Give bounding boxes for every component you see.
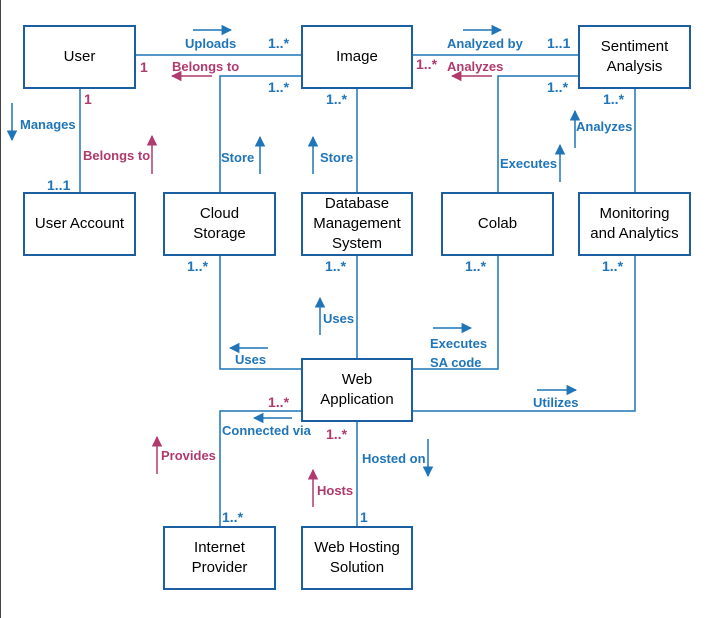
entity-dbms: Database Management System	[301, 192, 413, 256]
mult-db-web: 1..*	[325, 258, 347, 274]
mult-internet-web: 1..*	[222, 509, 244, 525]
entity-sentiment-analysis: Sentiment Analysis	[578, 25, 691, 89]
line-sentiment-colab	[497, 75, 578, 192]
mult-monitor-web: 1..*	[602, 258, 624, 274]
line-webapp-internet	[219, 410, 301, 526]
left-border-line	[0, 0, 1, 618]
mult-user-uploads: 1	[140, 59, 148, 75]
mult-user-manages: 1	[84, 91, 92, 107]
line-monitoring-webapp	[413, 256, 636, 412]
label-manages: Manages	[20, 117, 76, 132]
label-connected-via: Connected via	[222, 423, 311, 438]
line-image-cloud	[219, 75, 301, 192]
label-executes-colab: Executes	[500, 156, 558, 171]
mult-hosting-web: 1	[360, 509, 368, 525]
entity-image: Image	[301, 25, 413, 89]
mult-web-internet: 1..*	[268, 394, 290, 410]
entity-monitoring-analytics: Monitoring and Analytics	[578, 192, 691, 256]
label-analyzes-monitor: Analyzes	[576, 119, 633, 134]
label-analyzes-image: Analyzes	[447, 59, 504, 74]
label-analyzed-by: Analyzed by	[447, 36, 523, 51]
line-colab-webapp	[413, 256, 499, 370]
mult-sa-colab: 1..*	[547, 79, 569, 95]
label-provides: Provides	[161, 448, 216, 463]
line-cloud-webapp	[219, 256, 301, 370]
label-executes-sa-code: Executes SA code	[430, 336, 488, 370]
mult-cloud-web: 1..*	[187, 258, 209, 274]
entity-user-account: User Account	[23, 192, 136, 256]
entity-internet-provider: Internet Provider	[163, 526, 276, 590]
mult-web-hosting: 1..*	[326, 426, 348, 442]
label-hosted-on: Hosted on	[362, 451, 426, 466]
label-hosts: Hosts	[317, 483, 354, 498]
label-store-db: Store	[320, 150, 354, 165]
label-uses-db: Uses	[323, 311, 355, 326]
label-uploads: Uploads	[185, 36, 237, 51]
mult-colab-web: 1..*	[465, 258, 487, 274]
entity-cloud-storage: Cloud Storage	[163, 192, 276, 256]
mult-image-cloud: 1..*	[268, 79, 290, 95]
mult-sa-monitor: 1..*	[603, 91, 625, 107]
label-utilizes: Utilizes	[533, 395, 579, 410]
mult-image-db: 1..*	[326, 91, 348, 107]
mult-sa-analyzed: 1..1	[547, 35, 571, 51]
entity-web-hosting-solution: Web Hosting Solution	[301, 526, 413, 590]
entity-colab: Colab	[441, 192, 554, 256]
entity-web-application: Web Application	[301, 358, 413, 422]
entity-user: User	[23, 25, 136, 89]
label-store-cloud: Store	[221, 150, 255, 165]
label-belongs-to-image: Belongs to	[172, 59, 240, 74]
mult-image-uploads: 1..*	[268, 35, 290, 51]
label-uses-cloud: Uses	[235, 352, 267, 367]
mult-image-analyzed: 1..*	[416, 56, 438, 72]
label-belongs-to-account: Belongs to	[83, 148, 151, 163]
mult-account-manages: 1..1	[47, 177, 71, 193]
